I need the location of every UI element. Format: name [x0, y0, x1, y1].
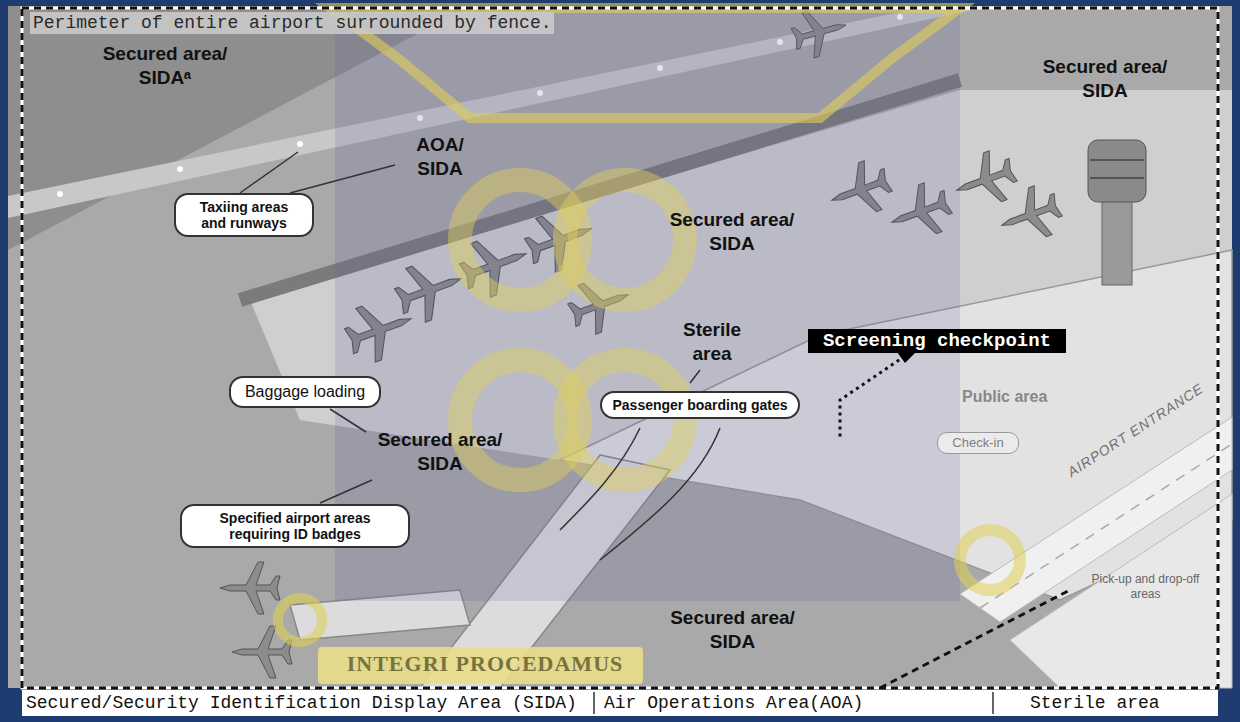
legend-bar [22, 690, 1218, 716]
callout-text: Check-in [952, 435, 1003, 451]
runway [57, 191, 63, 197]
area-note: Pick-up and drop-off areas [1088, 572, 1203, 602]
university-watermark [960, 530, 1020, 590]
perimeter-fence [880, 590, 1070, 688]
callout-text: Passenger boarding gates [612, 397, 787, 413]
callout-box: Passenger boarding gates [600, 391, 799, 419]
airplane [220, 2, 1067, 678]
university-watermark [565, 180, 685, 300]
control-tower [1088, 140, 1146, 202]
legend-text: Secured/Security Identification Display … [26, 692, 577, 714]
leader-line [560, 428, 640, 530]
frame [8, 6, 1232, 688]
screening-line [897, 352, 916, 363]
perimeter-fence [22, 8, 1218, 688]
checkpoint-box: Screening checkpoint [808, 329, 1066, 354]
runway [297, 141, 303, 147]
runway [177, 166, 183, 172]
zone-label: Public area [962, 388, 1047, 406]
zone-label: Secured area/ SIDA [652, 208, 812, 256]
legend-text: Air Operations Area(AOA) [604, 692, 863, 714]
screening-line [840, 356, 905, 438]
leader-line [330, 409, 366, 432]
check-in-box: Check-in [937, 432, 1018, 454]
callout-box: Baggage loading [229, 376, 381, 408]
legend-text: Sterile area [1030, 692, 1160, 714]
leader-line [320, 480, 372, 503]
callout-text: Taxiing areas and runways [186, 199, 302, 231]
zone-label: Secured area/ SIDA [650, 606, 815, 654]
university-watermark [318, 647, 643, 684]
airplane [220, 562, 280, 614]
zone-label: Sterile area [672, 318, 752, 366]
zone-label: Secured area/ SIDA [1025, 55, 1185, 103]
screening-line [840, 352, 916, 438]
perimeter-fence [22, 8, 1218, 688]
legend-bar [22, 690, 1218, 716]
control-tower [1102, 200, 1132, 285]
airplane [993, 180, 1067, 249]
legend-bar [992, 692, 994, 714]
university-watermark [565, 360, 685, 480]
entrance-road [1010, 494, 1232, 688]
callout-text: Baggage loading [245, 383, 365, 401]
university-watermark [335, 6, 960, 601]
callout-text: Specified airport areas requiring ID bad… [192, 510, 398, 542]
control-tower [1090, 177, 1144, 179]
leader-line [600, 428, 720, 560]
callout-box: Specified airport areas requiring ID bad… [180, 504, 410, 548]
perimeter-fence [22, 8, 1218, 688]
zone-label: AOA/ SIDA [405, 133, 475, 181]
leader-line [240, 152, 298, 193]
control-tower [1090, 159, 1144, 161]
leader-line [690, 370, 700, 383]
control-tower [1088, 140, 1146, 285]
watermark-motto: INTEGRI PROCEDAMUS [330, 651, 640, 677]
university-watermark [278, 598, 322, 642]
zone-label: Secured area/ SIDA [365, 428, 515, 476]
callout-box: Taxiing areas and runways [174, 193, 314, 237]
callout-text: Screening checkpoint [823, 331, 1051, 352]
perimeter-note: Perimeter of entire airport surrounded b… [30, 12, 554, 34]
leader-line [290, 165, 395, 193]
zone-label: Secured area/ SIDAᵃ [90, 42, 240, 90]
legend-bar [593, 692, 595, 714]
